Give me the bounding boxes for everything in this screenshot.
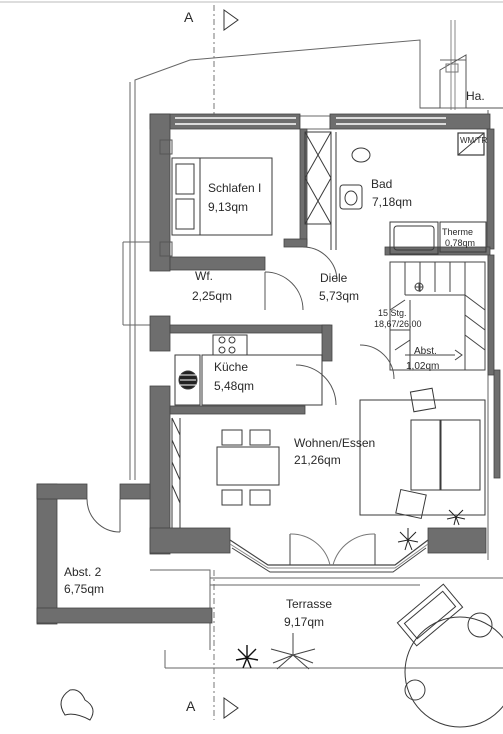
sofa-set — [359, 387, 486, 520]
abst-closet — [359, 344, 395, 380]
bathroom-fixtures — [339, 132, 487, 255]
door-abst2 — [86, 498, 121, 533]
section-label-bottom: A — [186, 698, 196, 714]
abst1-name: Abst. — [414, 346, 437, 357]
abst1-area: 1,02qm — [406, 361, 440, 372]
corner-label: Ha. — [466, 89, 485, 103]
schlafen-name: Schlafen I — [208, 181, 262, 195]
plant-living — [397, 528, 419, 551]
staircase — [389, 261, 486, 371]
kueche-area: 5,48qm — [214, 379, 255, 393]
dining-set — [171, 417, 280, 528]
wf-area: 2,25qm — [192, 289, 233, 303]
wf-name: Wf. — [195, 269, 213, 283]
section-arrow-bottom — [223, 697, 239, 719]
bed — [159, 139, 273, 257]
therme-name: Therme — [442, 227, 474, 237]
wm-tr-label: WM/TR — [460, 136, 488, 145]
bay-window — [229, 533, 429, 573]
site-outline — [122, 39, 503, 669]
plant-terrace-left — [235, 645, 259, 669]
sketch-mark — [60, 689, 94, 721]
doors-diele — [264, 246, 338, 406]
wardrobe — [304, 131, 337, 250]
stair-steps: 15 Stg. — [378, 308, 407, 318]
abst2-name: Abst. 2 — [64, 565, 102, 579]
bad-area: 7,18qm — [372, 195, 413, 209]
wohnen-area: 21,26qm — [294, 453, 341, 467]
plant-sofa — [446, 509, 466, 526]
kitchen-fixtures — [174, 334, 323, 406]
section-arrow-top — [223, 9, 239, 31]
wohnen-name: Wohnen/Essen — [294, 436, 376, 450]
diele-area: 5,73qm — [319, 289, 360, 303]
kueche-name: Küche — [214, 360, 249, 374]
therme-area: 0,78qm — [445, 238, 476, 248]
top-windows — [175, 117, 446, 125]
bad-name: Bad — [371, 177, 393, 191]
abst2-area: 6,75qm — [64, 582, 105, 596]
terrasse-name: Terrasse — [286, 597, 333, 611]
schlafen-area: 9,13qm — [208, 200, 249, 214]
stair-ratio: 18,67/26,00 — [374, 319, 422, 329]
paper-frame — [0, 1, 503, 110]
diele-name: Diele — [320, 271, 348, 285]
section-label-top: A — [184, 9, 194, 25]
terrace-furniture — [396, 583, 503, 728]
ha-bay — [420, 54, 503, 109]
plant-terrace-center — [270, 633, 316, 670]
terrasse-area: 9,17qm — [284, 615, 325, 629]
